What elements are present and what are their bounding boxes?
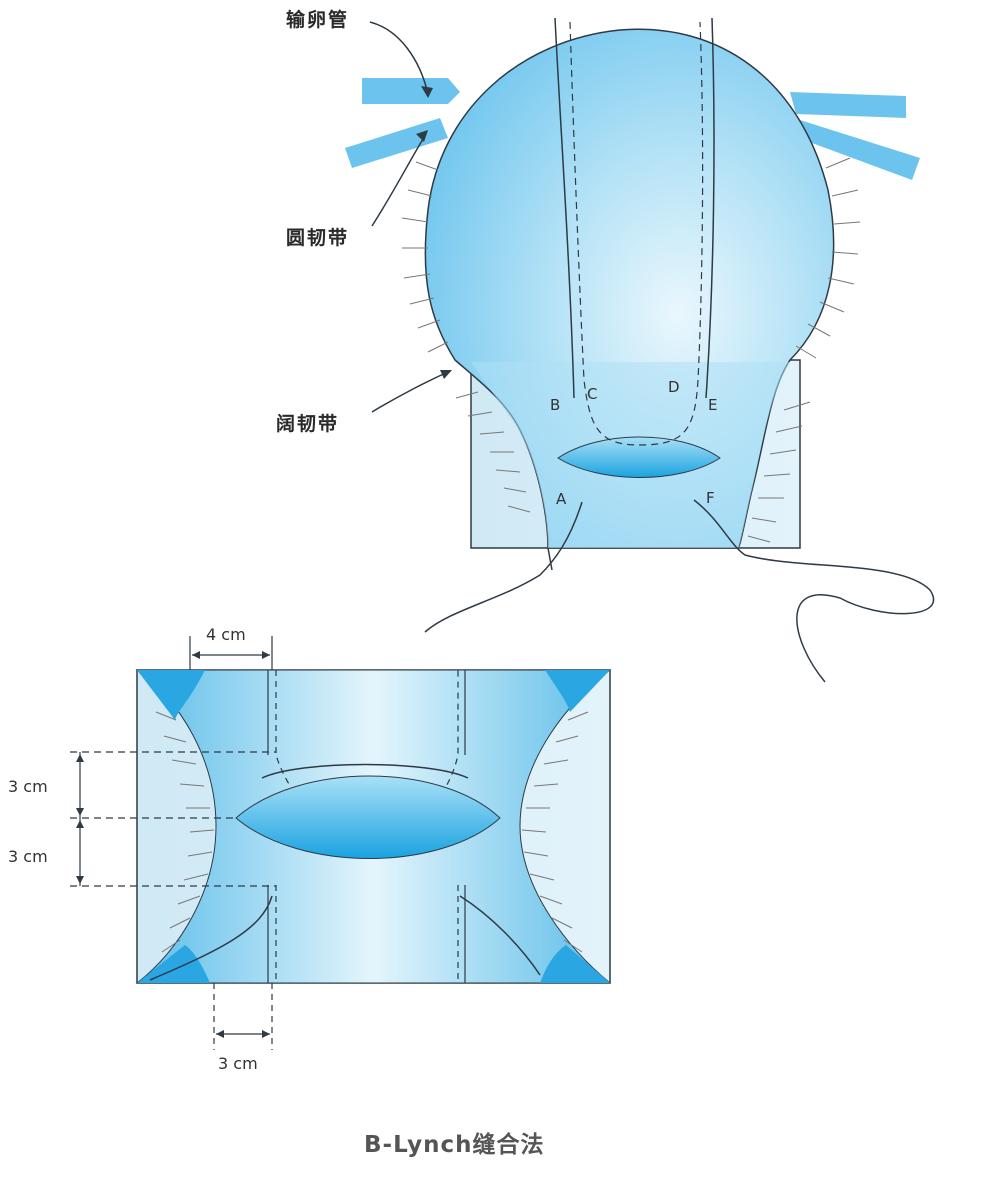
corner-shade-tl (137, 670, 205, 720)
figure-caption: B-Lynch缝合法 (364, 1131, 545, 1158)
uterine-incision (557, 436, 721, 478)
right-hatching (747, 157, 861, 543)
top-width-label: 4 cm (206, 625, 246, 644)
point-e-label: E (708, 396, 717, 414)
detail-incision (235, 775, 501, 859)
left-hatching (401, 161, 531, 513)
left-round-ligament (345, 118, 448, 168)
uterus-figure: 输卵管 圆韧带 阔韧带 B C D E A F (276, 8, 935, 683)
detail-suture-exit (149, 895, 541, 981)
right-round-ligament (800, 120, 920, 180)
fallopian-tube-label: 输卵管 (286, 8, 349, 31)
lower-height-label: 3 cm (8, 847, 48, 866)
detail-hatching-right (521, 711, 589, 953)
detail-suture-dashed (275, 670, 459, 983)
detail-hatching-left (155, 711, 215, 953)
point-d-label: D (668, 378, 680, 396)
detail-suture-arc (261, 763, 469, 779)
point-f-label: F (706, 489, 715, 507)
point-c-label: C (587, 385, 597, 403)
corner-shade-tr (545, 670, 610, 712)
upper-height-label: 3 cm (8, 777, 48, 796)
corner-shade-bl (137, 945, 210, 983)
dimension-lines (79, 636, 273, 1050)
dimension-dashed (70, 751, 276, 887)
right-fallopian-tube (790, 92, 906, 118)
detail-suture-guides (267, 670, 466, 983)
round-ligament-label: 圆韧带 (286, 227, 349, 249)
suture-back (569, 21, 704, 446)
lower-segment-detail: 4 cm 3 cm 3 cm 3 cm (8, 625, 612, 1073)
bottom-width-label: 3 cm (218, 1054, 258, 1073)
suture-front (424, 17, 935, 683)
point-a-label: A (556, 490, 567, 508)
arrow-heads (416, 86, 452, 379)
dimension-arrowheads (76, 651, 270, 1038)
corner-shade-br (540, 945, 610, 983)
left-fallopian-tube (362, 78, 460, 104)
broad-ligament-label: 阔韧带 (276, 413, 339, 435)
point-b-label: B (550, 396, 560, 414)
